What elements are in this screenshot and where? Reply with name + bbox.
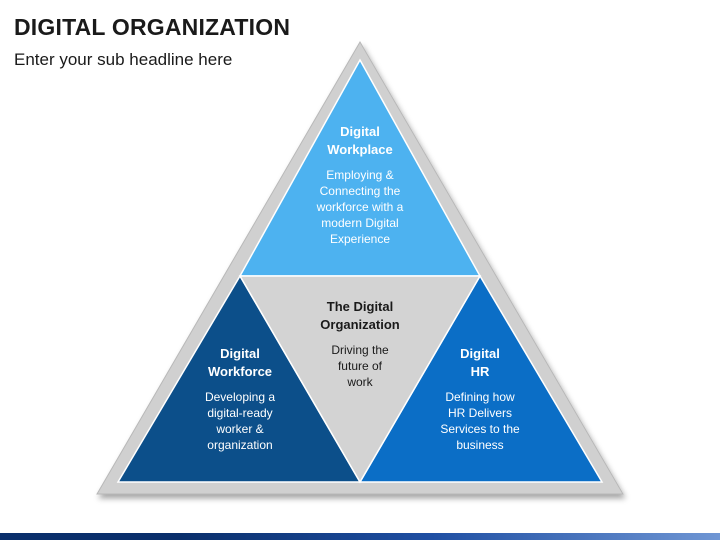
heading-digital-organization: The Digital Organization	[320, 298, 399, 334]
body-digital-workplace: Employing & Connecting the workforce wit…	[317, 167, 404, 247]
body-line: Driving the	[331, 343, 389, 357]
heading-line: HR	[470, 364, 490, 379]
body-line: work	[347, 375, 373, 389]
body-line: worker &	[216, 422, 264, 436]
body-line: Defining how	[445, 390, 515, 404]
body-line: Services to the	[440, 422, 520, 436]
segment-center-digital-organization	[238, 275, 482, 484]
body-digital-workforce: Developing a digital-ready worker & orga…	[205, 389, 275, 453]
label-digital-hr: Digital HR Defining how HR Delivers Serv…	[440, 345, 519, 453]
heading-line: Digital	[460, 346, 500, 361]
body-line: Experience	[329, 232, 391, 246]
body-line: digital-ready	[207, 406, 273, 420]
body-line: Developing a	[204, 390, 276, 404]
label-digital-workforce: Digital Workforce Developing a digital-r…	[205, 345, 275, 453]
footer-accent-bar	[0, 533, 720, 540]
body-digital-organization: Driving the future of work	[320, 342, 399, 390]
heading-line: Organization	[320, 317, 400, 332]
page-title: DIGITAL ORGANIZATION	[14, 14, 291, 40]
body-digital-hr: Defining how HR Delivers Services to the…	[440, 389, 519, 453]
heading-line: Workforce	[207, 364, 273, 379]
body-line: HR Delivers	[447, 406, 512, 420]
body-line: business	[456, 438, 504, 452]
body-line: Connecting the	[319, 184, 401, 198]
heading-line: Digital	[340, 124, 380, 139]
body-line: Employing &	[326, 168, 394, 182]
page-subtitle: Enter your sub headline here	[14, 50, 233, 69]
heading-line: Digital	[220, 346, 260, 361]
label-digital-workplace: Digital Workplace Employing & Connecting…	[317, 123, 404, 247]
heading-line: Workplace	[327, 142, 393, 157]
body-line: modern Digital	[321, 216, 399, 230]
body-line: workforce with a	[316, 200, 404, 214]
body-line: organization	[207, 438, 273, 452]
heading-digital-workforce: Digital Workforce	[205, 345, 275, 381]
heading-line: The Digital	[326, 299, 394, 314]
body-line: future of	[337, 359, 383, 373]
heading-digital-workplace: Digital Workplace	[317, 123, 404, 159]
heading-digital-hr: Digital HR	[440, 345, 519, 381]
label-digital-organization: The Digital Organization Driving the fut…	[320, 298, 399, 390]
